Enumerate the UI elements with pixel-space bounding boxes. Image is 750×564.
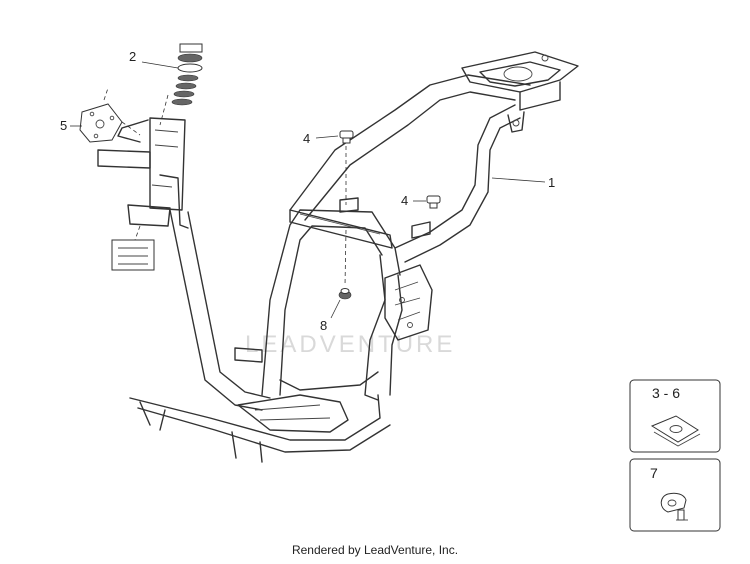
callout-2-label: 2 — [129, 49, 136, 64]
footer-credit: Rendered by LeadVenture, Inc. — [291, 543, 459, 557]
inset-cable-clamp: 7 — [629, 458, 721, 532]
callout-5: 5 — [60, 118, 82, 133]
tail-plate — [461, 51, 579, 133]
inset-cable-clamp-label: 7 — [650, 465, 658, 481]
rubber-bumper-lower — [426, 195, 441, 209]
callout-4-upper: 4 — [303, 131, 339, 146]
cross-member — [289, 197, 431, 249]
rear-frame-loop — [261, 74, 531, 401]
callout-4-lower: 4 — [401, 193, 426, 208]
callout-5-label: 5 — [60, 118, 67, 133]
grommet — [338, 229, 352, 300]
callout-8: 8 — [320, 299, 341, 333]
headset-bearing-kit — [159, 43, 203, 126]
callout-2: 2 — [129, 49, 179, 69]
cable-clamp-icon — [660, 492, 688, 521]
clip-nut-icon — [650, 415, 701, 447]
lower-bearing-cup — [111, 225, 155, 271]
inset-clip-nut: 3 - 6 — [629, 379, 721, 453]
steering-head-tube — [97, 117, 189, 229]
down-tube — [169, 209, 271, 411]
mounting-plate — [79, 87, 141, 143]
inset-clip-nut-label: 3 - 6 — [652, 385, 680, 401]
callout-1: 1 — [491, 175, 555, 190]
callout-4-upper-label: 4 — [303, 131, 310, 146]
swingarm-mount-plate — [384, 264, 433, 341]
rubber-bumper-upper — [339, 130, 354, 205]
callout-1-label: 1 — [548, 175, 555, 190]
floor-cradle — [129, 347, 391, 463]
callout-8-label: 8 — [320, 318, 327, 333]
callout-4-lower-label: 4 — [401, 193, 408, 208]
watermark-text: LEADVENTURE — [245, 331, 455, 358]
